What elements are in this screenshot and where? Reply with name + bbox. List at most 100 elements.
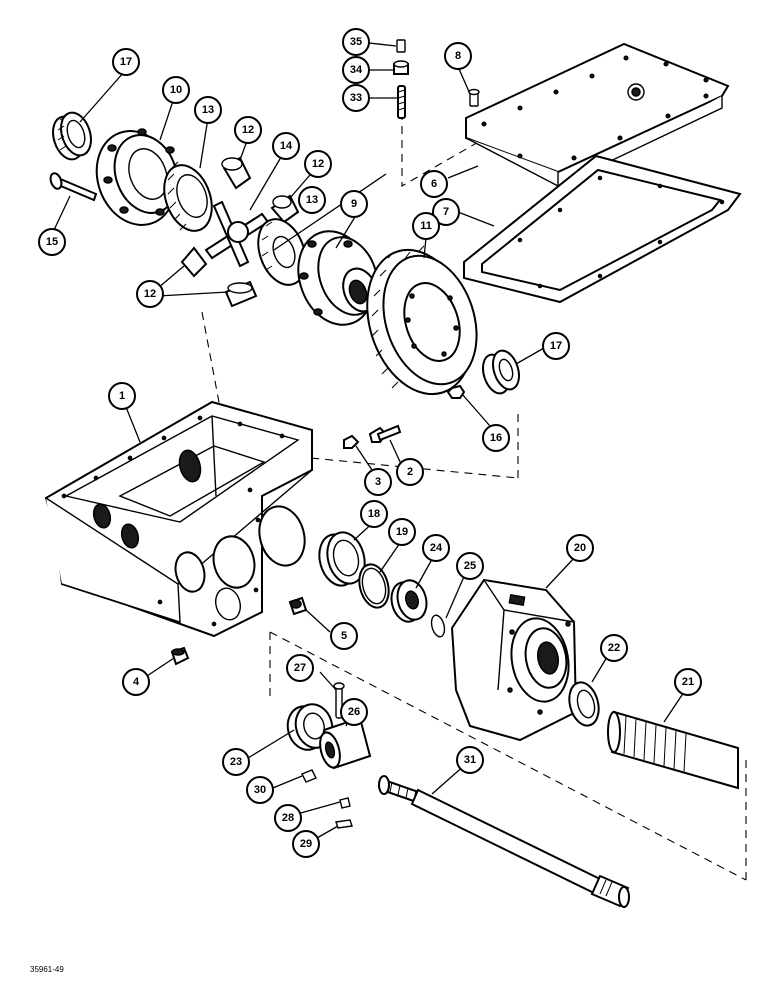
seal-22 <box>568 681 600 727</box>
callout-10: 10 <box>162 76 190 104</box>
hub-housing-part <box>450 578 578 742</box>
callout-5: 5 <box>330 622 358 650</box>
callout-34: 34 <box>342 56 370 84</box>
differential-housing-part <box>297 230 379 326</box>
callout-label: 13 <box>202 104 214 116</box>
callout-35: 35 <box>342 28 370 56</box>
callout-8: 8 <box>444 42 472 70</box>
callout-label: 31 <box>464 754 476 766</box>
axle-shaft-31 <box>378 775 630 908</box>
callout-4: 4 <box>122 668 150 696</box>
nut-16 <box>446 384 466 399</box>
callout-13-a: 13 <box>194 96 222 124</box>
main-housing-part <box>44 400 313 638</box>
callout-label: 12 <box>312 158 324 170</box>
side-gear-lower <box>257 218 307 286</box>
callout-6: 6 <box>420 170 448 198</box>
callout-12-c: 12 <box>136 280 164 308</box>
callout-label: 9 <box>351 198 357 210</box>
axle-shaft-21 <box>607 710 739 790</box>
callout-20: 20 <box>566 534 594 562</box>
pinion-gears <box>180 156 300 308</box>
callout-33: 33 <box>342 84 370 112</box>
callout-13-b: 13 <box>298 186 326 214</box>
ring-gear-part <box>366 245 478 396</box>
callout-16: 16 <box>482 424 510 452</box>
bolt-part <box>49 172 98 202</box>
callout-28: 28 <box>274 804 302 832</box>
axle-assembly-line-top <box>269 631 747 881</box>
callout-label: 24 <box>430 542 443 554</box>
callout-12-b: 12 <box>304 150 332 178</box>
callout-14: 14 <box>272 132 300 160</box>
callout-label: 26 <box>348 706 360 718</box>
callout-17-b: 17 <box>542 332 570 360</box>
callout-27: 27 <box>286 654 314 682</box>
callout-12-a: 12 <box>234 116 262 144</box>
callout-25: 25 <box>456 552 484 580</box>
callout-label: 2 <box>407 466 413 478</box>
callout-24: 24 <box>422 534 450 562</box>
callout-label: 34 <box>350 64 363 76</box>
callout-label: 23 <box>230 756 242 768</box>
callout-7: 7 <box>432 198 460 226</box>
callout-label: 19 <box>396 526 408 538</box>
bolt-and-nut-2-3 <box>343 424 402 449</box>
callout-label: 12 <box>144 288 156 300</box>
callout-label: 7 <box>443 206 449 218</box>
callout-label: 11 <box>420 220 432 232</box>
callout-label: 1 <box>119 390 125 402</box>
callout-label: 28 <box>282 812 294 824</box>
callout-label: 20 <box>574 542 586 554</box>
callout-2: 2 <box>396 458 424 486</box>
side-gear-upper <box>163 161 213 232</box>
callout-19: 19 <box>388 518 416 546</box>
callout-31: 31 <box>456 746 484 774</box>
callout-label: 6 <box>431 178 437 190</box>
callout-9: 9 <box>340 190 368 218</box>
bearing-cone-right <box>482 349 520 395</box>
figure-id: 35961-49 <box>30 965 64 974</box>
plugs-4-5 <box>170 596 308 666</box>
callout-label: 5 <box>341 630 347 642</box>
callout-22: 22 <box>600 634 628 662</box>
callout-label: 30 <box>254 784 266 796</box>
callout-label: 22 <box>608 642 620 654</box>
callout-label: 16 <box>490 432 502 444</box>
callout-21: 21 <box>674 668 702 696</box>
callout-label: 21 <box>682 676 694 688</box>
callout-label: 15 <box>46 236 58 248</box>
callout-label: 4 <box>133 676 140 688</box>
callout-label: 13 <box>306 194 318 206</box>
callout-15: 15 <box>38 228 66 256</box>
callout-label: 17 <box>120 56 132 68</box>
gasket-part <box>463 154 742 304</box>
callout-label: 18 <box>368 508 380 520</box>
callout-label: 27 <box>294 662 306 674</box>
callout-1: 1 <box>108 382 136 410</box>
callout-label: 12 <box>242 124 254 136</box>
callout-3: 3 <box>364 468 392 496</box>
stud-and-nuts <box>393 39 480 119</box>
callout-30: 30 <box>246 776 274 804</box>
callout-label: 8 <box>455 50 461 62</box>
callout-label: 33 <box>350 92 362 104</box>
callout-label: 17 <box>550 340 562 352</box>
callout-11: 11 <box>412 212 440 240</box>
callout-23: 23 <box>222 748 250 776</box>
callout-29: 29 <box>292 830 320 858</box>
callout-18: 18 <box>360 500 388 528</box>
callout-label: 35 <box>350 36 362 48</box>
callout-26: 26 <box>340 698 368 726</box>
callout-label: 25 <box>464 560 476 572</box>
callout-17-a: 17 <box>112 48 140 76</box>
callout-label: 10 <box>170 84 182 96</box>
callout-label: 14 <box>280 140 293 152</box>
callout-label: 29 <box>300 838 312 850</box>
cover-stud-line <box>401 112 521 187</box>
seal-rings-bearing <box>318 531 446 638</box>
bearing-cone-left <box>52 111 92 161</box>
callout-label: 3 <box>375 476 381 488</box>
differential-case-part <box>95 128 179 226</box>
